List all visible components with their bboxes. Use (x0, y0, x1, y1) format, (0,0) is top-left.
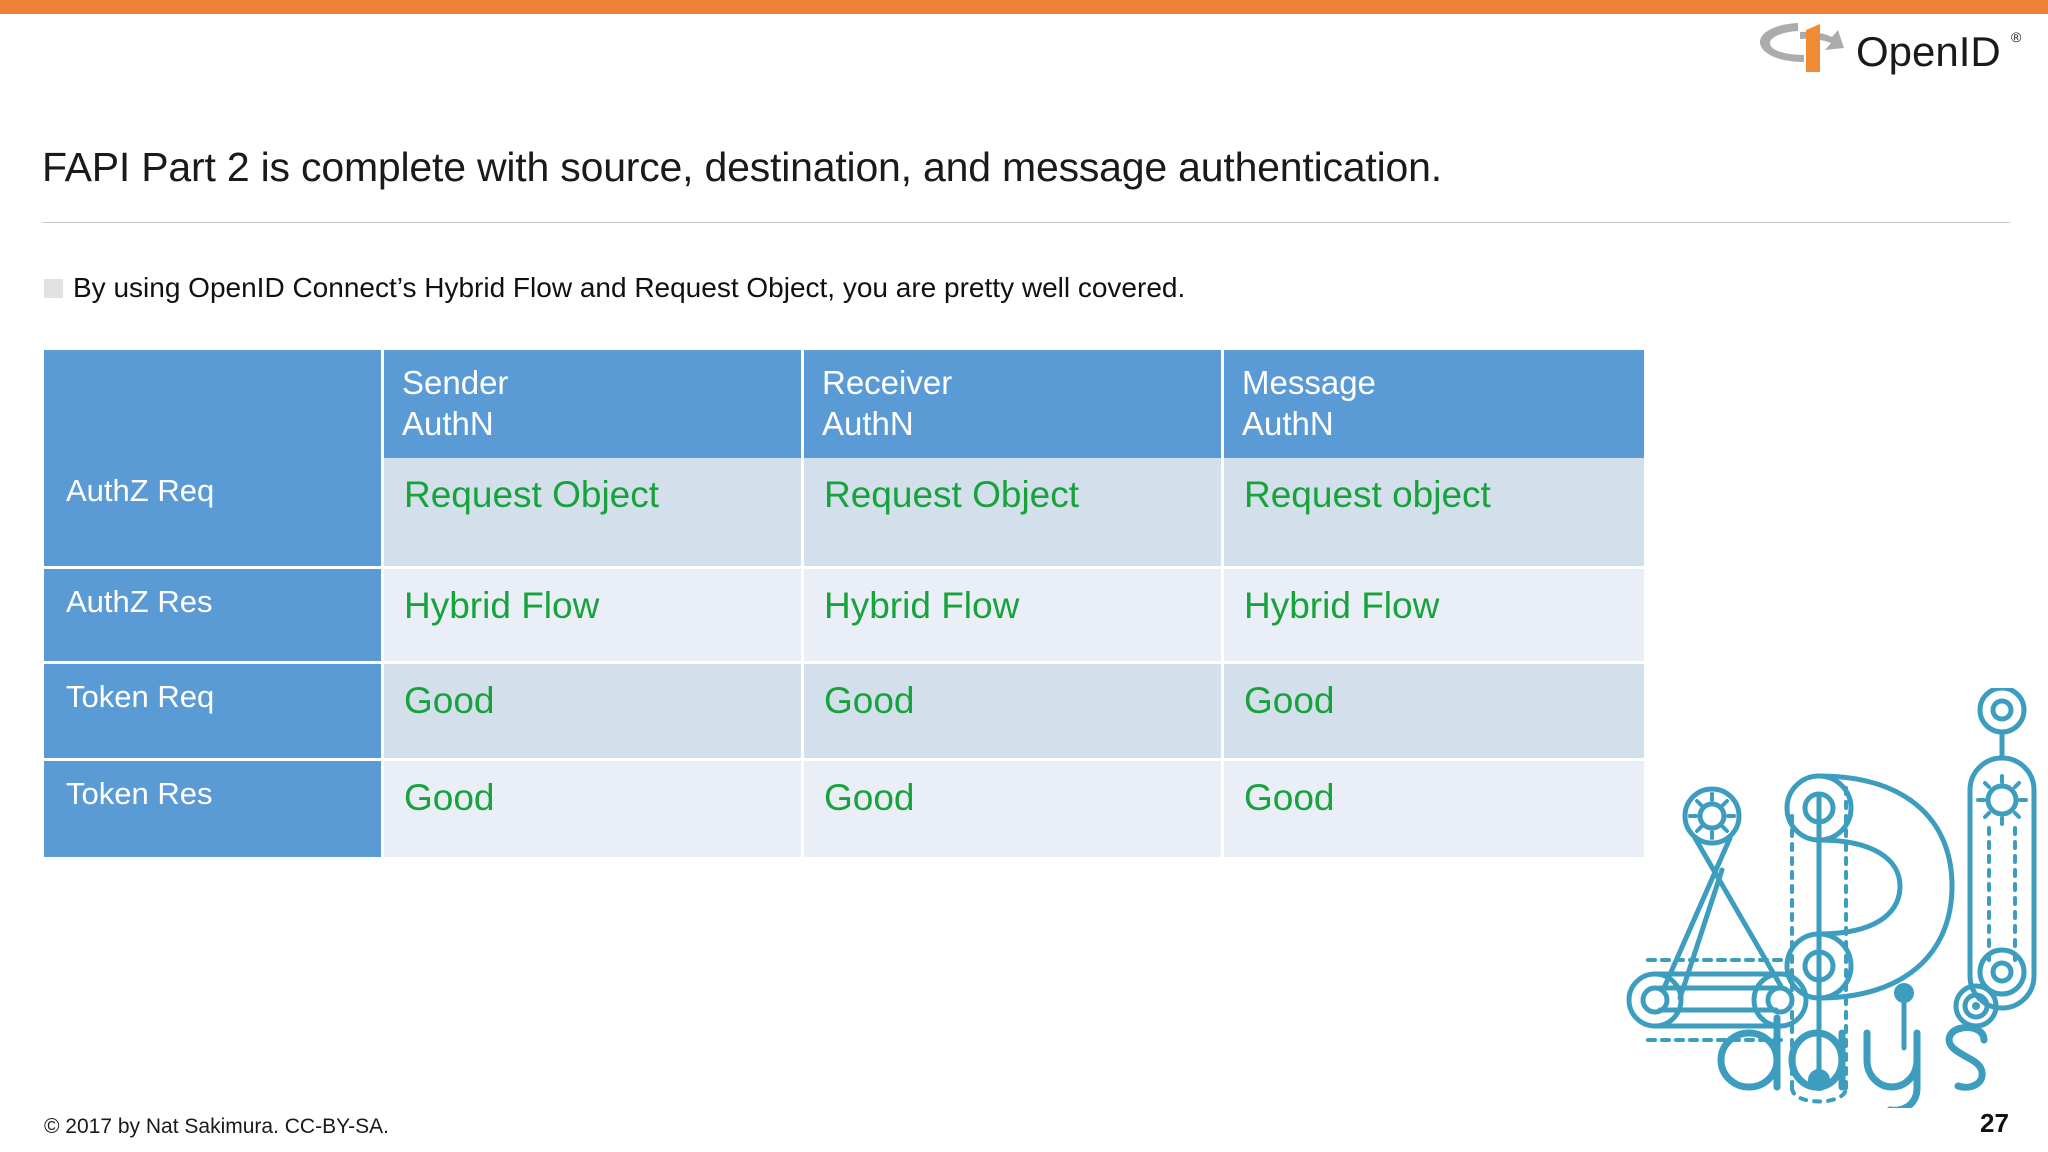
square-bullet-icon (44, 278, 63, 298)
authentication-matrix-table: Sender AuthN Receiver AuthN Message Auth… (44, 350, 1644, 857)
openid-wordmark: OpenID (1856, 28, 2001, 75)
top-accent-bar (0, 0, 2048, 14)
copyright-text: © 2017 by Nat Sakimura. CC-BY-SA. (44, 1115, 390, 1138)
cell-authz-res-sender: Hybrid Flow (384, 569, 804, 664)
title-divider (42, 222, 2010, 223)
column-header-receiver-line2: AuthN (822, 405, 914, 442)
row-label-authz-req: AuthZ Req (44, 458, 384, 569)
column-header-receiver: Receiver AuthN (804, 350, 1224, 458)
column-header-sender-line2: AuthN (402, 405, 494, 442)
apidays-letter-a (1626, 786, 1809, 1042)
column-header-sender: Sender AuthN (384, 350, 804, 458)
row-label-authz-res: AuthZ Res (44, 569, 384, 664)
page-number: 27 (1980, 1108, 2009, 1138)
column-header-message: Message AuthN (1224, 350, 1644, 458)
table-header-row: Sender AuthN Receiver AuthN Message Auth… (44, 350, 1644, 458)
cell-token-res-sender: Good (384, 761, 804, 857)
cell-token-req-receiver: Good (804, 664, 1224, 761)
column-header-sender-line1: Sender (402, 364, 509, 401)
apidays-letter-i (1967, 688, 2037, 1011)
table-row: AuthZ Req Request Object Request Object … (44, 458, 1644, 569)
cell-authz-req-sender: Request Object (384, 458, 804, 569)
cell-authz-res-message: Hybrid Flow (1224, 569, 1644, 664)
cell-authz-res-receiver: Hybrid Flow (804, 569, 1224, 664)
apidays-days-wordmark (1717, 983, 1999, 1108)
column-header-message-line2: AuthN (1242, 405, 1334, 442)
table-row: AuthZ Res Hybrid Flow Hybrid Flow Hybrid… (44, 569, 1644, 664)
openid-logo: OpenID ® (1748, 22, 2028, 84)
registered-mark-icon: ® (2011, 29, 2022, 45)
bullet-item: By using OpenID Connect’s Hybrid Flow an… (44, 272, 1185, 304)
table-corner-cell (44, 350, 384, 458)
column-header-message-line1: Message (1242, 364, 1376, 401)
table-row: Token Res Good Good Good (44, 761, 1644, 857)
apidays-logo (1552, 688, 2048, 1108)
cell-token-req-sender: Good (384, 664, 804, 761)
page-title: FAPI Part 2 is complete with source, des… (42, 144, 1442, 190)
bullet-text: By using OpenID Connect’s Hybrid Flow an… (73, 272, 1186, 303)
cell-token-req-message: Good (1224, 664, 1644, 761)
cell-authz-req-receiver: Request Object (804, 458, 1224, 569)
column-header-receiver-line1: Receiver (822, 364, 953, 401)
apidays-letter-p (1784, 773, 1955, 1104)
cell-authz-req-message: Request object (1224, 458, 1644, 569)
cell-token-res-message: Good (1224, 761, 1644, 857)
row-label-token-req: Token Req (44, 664, 384, 761)
cell-token-res-receiver: Good (804, 761, 1224, 857)
table-row: Token Req Good Good Good (44, 664, 1644, 761)
row-label-token-res: Token Res (44, 761, 384, 857)
